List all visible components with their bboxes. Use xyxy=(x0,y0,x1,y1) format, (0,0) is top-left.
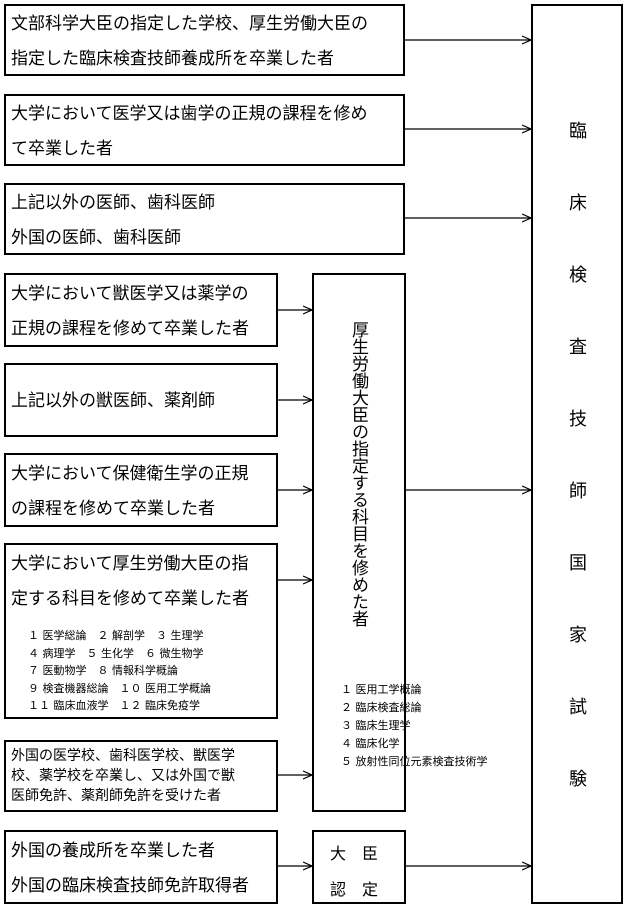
box-7-line-2: 定する科目を修めて卒業した者 xyxy=(11,589,249,609)
box-6-line-1: 大学において保健衛生学の正規 xyxy=(11,464,249,484)
national-exam-box xyxy=(531,4,623,904)
box-1-line-2: 指定した臨床検査技師養成所を卒業した者 xyxy=(11,49,334,69)
exam-char-3: 検 xyxy=(569,265,587,286)
box-8-line-1: 外国の医学校、歯科医学校、獣医学 xyxy=(11,748,235,764)
minister-recognition-box: 大 臣 認 定 xyxy=(312,830,406,904)
box-2-line-1: 大学において医学又は歯学の正規の課程を修め xyxy=(11,104,368,124)
middle-subject-5: ５ 放射性同位元素検査技術学 xyxy=(341,755,488,768)
box-4-line-1: 大学において獣医学又は薬学の xyxy=(11,284,249,304)
designated-subjects-box: 厚生労働大臣の指定する科目を修めた者 １ 医用工学概論 ２ 臨床検査総論 ３ 臨… xyxy=(312,273,488,812)
qualification-box-9: 外国の養成所を卒業した者 外国の臨床検査技師免許取得者 xyxy=(4,830,278,904)
box-6-line-2: の課程を修めて卒業した者 xyxy=(11,499,215,519)
middle-subject-4: ４ 臨床化学 xyxy=(341,737,400,750)
exam-char-5: 技 xyxy=(569,409,587,430)
qualification-box-7: 大学において厚生労働大臣の指 定する科目を修めて卒業した者 １ 医学総論 ２ 解… xyxy=(4,543,278,719)
box-7-subject-4: ９ 検査機器総論 １０ 医用工学概論 xyxy=(28,681,211,695)
exam-char-1: 臨 xyxy=(569,121,587,142)
qualification-box-3: 上記以外の医師、歯科医師 外国の医師、歯科医師 xyxy=(4,183,405,255)
box-3-line-1: 上記以外の医師、歯科医師 xyxy=(11,193,215,213)
box-7-line-1: 大学において厚生労働大臣の指 xyxy=(11,554,249,574)
exam-char-4: 査 xyxy=(569,337,587,358)
middle-subject-1: １ 医用工学概論 xyxy=(341,683,422,696)
box-7-subject-2: ４ 病理学 ５ 生化学 ６ 微生物学 xyxy=(28,646,204,660)
box-8-line-2: 校、薬学校を卒業し、又は外国で獣 xyxy=(11,768,235,784)
box-5-line-1: 上記以外の獣医師、薬剤師 xyxy=(11,391,215,411)
designated-subjects-title: 厚生労働大臣の指定する科目を修めた者 xyxy=(348,321,368,627)
box-7-subject-5: １１ 臨床血液学 １２ 臨床免疫学 xyxy=(28,699,200,712)
box-2-line-2: て卒業した者 xyxy=(11,139,113,159)
qualification-box-8: 外国の医学校、歯科医学校、獣医学 校、薬学校を卒業し、又は外国で獣 医師免許、薬… xyxy=(4,740,278,812)
qualification-box-5: 上記以外の獣医師、薬剤師 xyxy=(4,363,278,437)
box-4-line-2: 正規の課程を修めて卒業した者 xyxy=(11,319,249,339)
exam-char-8: 家 xyxy=(569,625,587,646)
box-8-line-3: 医師免許、薬剤師免許を受けた者 xyxy=(11,788,221,804)
minister-line-1: 大 臣 xyxy=(330,844,379,863)
box-9-line-2: 外国の臨床検査技師免許取得者 xyxy=(11,876,249,896)
qualification-box-4: 大学において獣医学又は薬学の 正規の課程を修めて卒業した者 xyxy=(4,273,278,347)
box-1-line-1: 文部科学大臣の指定した学校、厚生労働大臣の xyxy=(11,14,368,34)
exam-char-10: 験 xyxy=(569,769,587,790)
middle-subject-3: ３ 臨床生理学 xyxy=(341,719,411,732)
minister-line-2: 認 定 xyxy=(330,880,379,899)
exam-char-6: 師 xyxy=(569,481,587,502)
box-3-line-2: 外国の医師、歯科医師 xyxy=(11,228,181,248)
exam-char-9: 試 xyxy=(569,697,587,718)
exam-char-7: 国 xyxy=(569,553,587,574)
middle-subject-2: ２ 臨床検査総論 xyxy=(341,701,422,714)
box-9-line-1: 外国の養成所を卒業した者 xyxy=(11,841,215,861)
exam-char-2: 床 xyxy=(569,193,587,214)
box-7-subject-1: １ 医学総論 ２ 解剖学 ３ 生理学 xyxy=(28,629,204,642)
qualification-box-2: 大学において医学又は歯学の正規の課程を修め て卒業した者 xyxy=(4,94,405,166)
box-7-subject-3: ７ 医動物学 ８ 情報科学概論 xyxy=(28,664,178,677)
qualification-box-1: 文部科学大臣の指定した学校、厚生労働大臣の 指定した臨床検査技師養成所を卒業した… xyxy=(4,4,405,76)
qualification-box-6: 大学において保健衛生学の正規 の課程を修めて卒業した者 xyxy=(4,453,278,527)
